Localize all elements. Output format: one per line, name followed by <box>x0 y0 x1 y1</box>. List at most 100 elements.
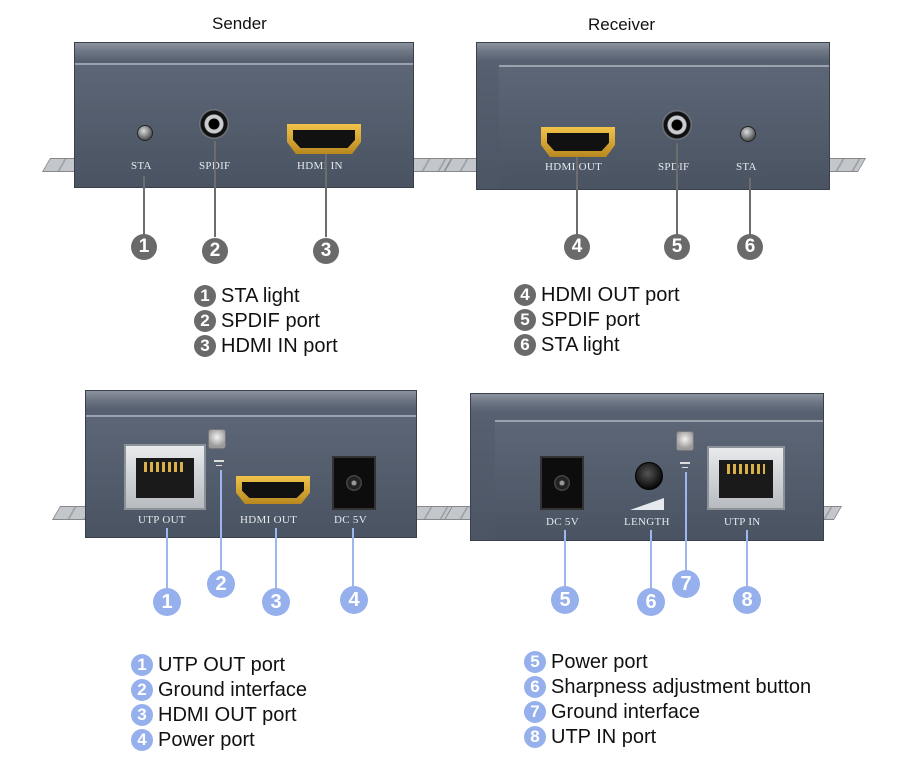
legend-number: 6 <box>514 334 536 356</box>
legend-text: HDMI OUT port <box>158 703 297 726</box>
spdif-panel-label: SPDIF <box>658 161 690 173</box>
ground-symbol-icon <box>680 462 690 472</box>
legend-number: 2 <box>194 310 216 332</box>
hdmi-in-port-icon <box>287 124 361 154</box>
legend-number: 6 <box>524 676 546 698</box>
legend-text: STA light <box>221 284 300 307</box>
dc-panel-label: DC 5V <box>546 516 579 528</box>
legend-number: 5 <box>524 651 546 673</box>
callout-3: 3 <box>313 238 339 264</box>
callout-2: 2 <box>202 238 228 264</box>
callout-line <box>685 472 687 572</box>
callout-line <box>576 157 578 237</box>
callout-line <box>143 176 145 236</box>
callout-line <box>325 154 327 237</box>
legend-text: HDMI IN port <box>221 334 338 357</box>
callout-6: 6 <box>637 588 665 616</box>
dc-power-jack-icon <box>332 456 376 510</box>
callout-7: 7 <box>672 570 700 598</box>
receiver-device-front <box>476 42 830 190</box>
callout-1: 1 <box>153 588 181 616</box>
ground-screw-icon <box>208 429 226 449</box>
hdmi-out-port-icon <box>236 476 310 504</box>
legend-number: 7 <box>524 701 546 723</box>
legend-number: 2 <box>131 679 153 701</box>
legend-number: 5 <box>514 309 536 331</box>
device-front-panel <box>75 63 413 187</box>
sender-heading: Sender <box>212 14 267 33</box>
legend-number: 4 <box>131 729 153 751</box>
ground-symbol-icon <box>214 460 224 470</box>
legend-text: HDMI OUT port <box>541 283 680 306</box>
callout-line <box>352 528 354 588</box>
utp-out-panel-label: UTP OUT <box>138 514 186 526</box>
callout-4: 4 <box>564 234 590 260</box>
hdmi-in-panel-label: HDMI IN <box>297 160 343 172</box>
legend-number: 3 <box>131 704 153 726</box>
length-panel-label: LENGTH <box>624 516 670 528</box>
sharpness-knob-icon <box>635 462 663 490</box>
callout-line <box>564 530 566 590</box>
legend-text: UTP OUT port <box>158 653 286 676</box>
callout-3: 3 <box>262 588 290 616</box>
receiver-heading: Receiver <box>588 15 656 34</box>
legend-text: SPDIF port <box>221 309 320 332</box>
utp-out-port-icon <box>124 444 206 510</box>
callout-line <box>220 470 222 572</box>
dc-power-jack-icon <box>540 456 584 510</box>
sta-led-icon <box>137 125 153 141</box>
legend-text: Ground interface <box>158 678 307 701</box>
sta-panel-label: STA <box>131 160 152 172</box>
utp-in-port-icon <box>707 446 785 510</box>
hdmi-out-port-icon <box>541 127 615 157</box>
sta-panel-label: STA <box>736 161 757 173</box>
sender-device-front <box>74 42 414 188</box>
callout-line <box>214 141 216 237</box>
legend-number: 4 <box>514 284 536 306</box>
legend-number: 8 <box>524 726 546 748</box>
spdif-jack-icon <box>199 109 229 139</box>
callout-4: 4 <box>340 586 368 614</box>
ground-screw-icon <box>676 431 694 451</box>
hdmi-out-panel-label: HDMI OUT <box>240 514 298 526</box>
callout-line <box>166 528 168 590</box>
legend-text: Power port <box>551 650 648 673</box>
sta-led-icon <box>740 126 756 142</box>
hdmi-out-panel-label: HDMI OUT <box>545 161 603 173</box>
spdif-jack-icon <box>662 110 692 140</box>
callout-6: 6 <box>737 234 763 260</box>
legend-text: SPDIF port <box>541 308 640 331</box>
legend-number: 1 <box>131 654 153 676</box>
callout-1: 1 <box>131 234 157 260</box>
legend-text: Sharpness adjustment button <box>551 675 812 698</box>
callout-line <box>275 528 277 590</box>
legend-text: UTP IN port <box>551 725 657 748</box>
legend-text: Ground interface <box>551 700 700 723</box>
dc-panel-label: DC 5V <box>334 514 367 526</box>
legend-number: 1 <box>194 285 216 307</box>
callout-line <box>650 530 652 590</box>
callout-5: 5 <box>664 234 690 260</box>
legend-number: 3 <box>194 335 216 357</box>
utp-in-panel-label: UTP IN <box>724 516 761 528</box>
callout-line <box>746 530 748 590</box>
callout-8: 8 <box>733 586 761 614</box>
callout-5: 5 <box>551 586 579 614</box>
